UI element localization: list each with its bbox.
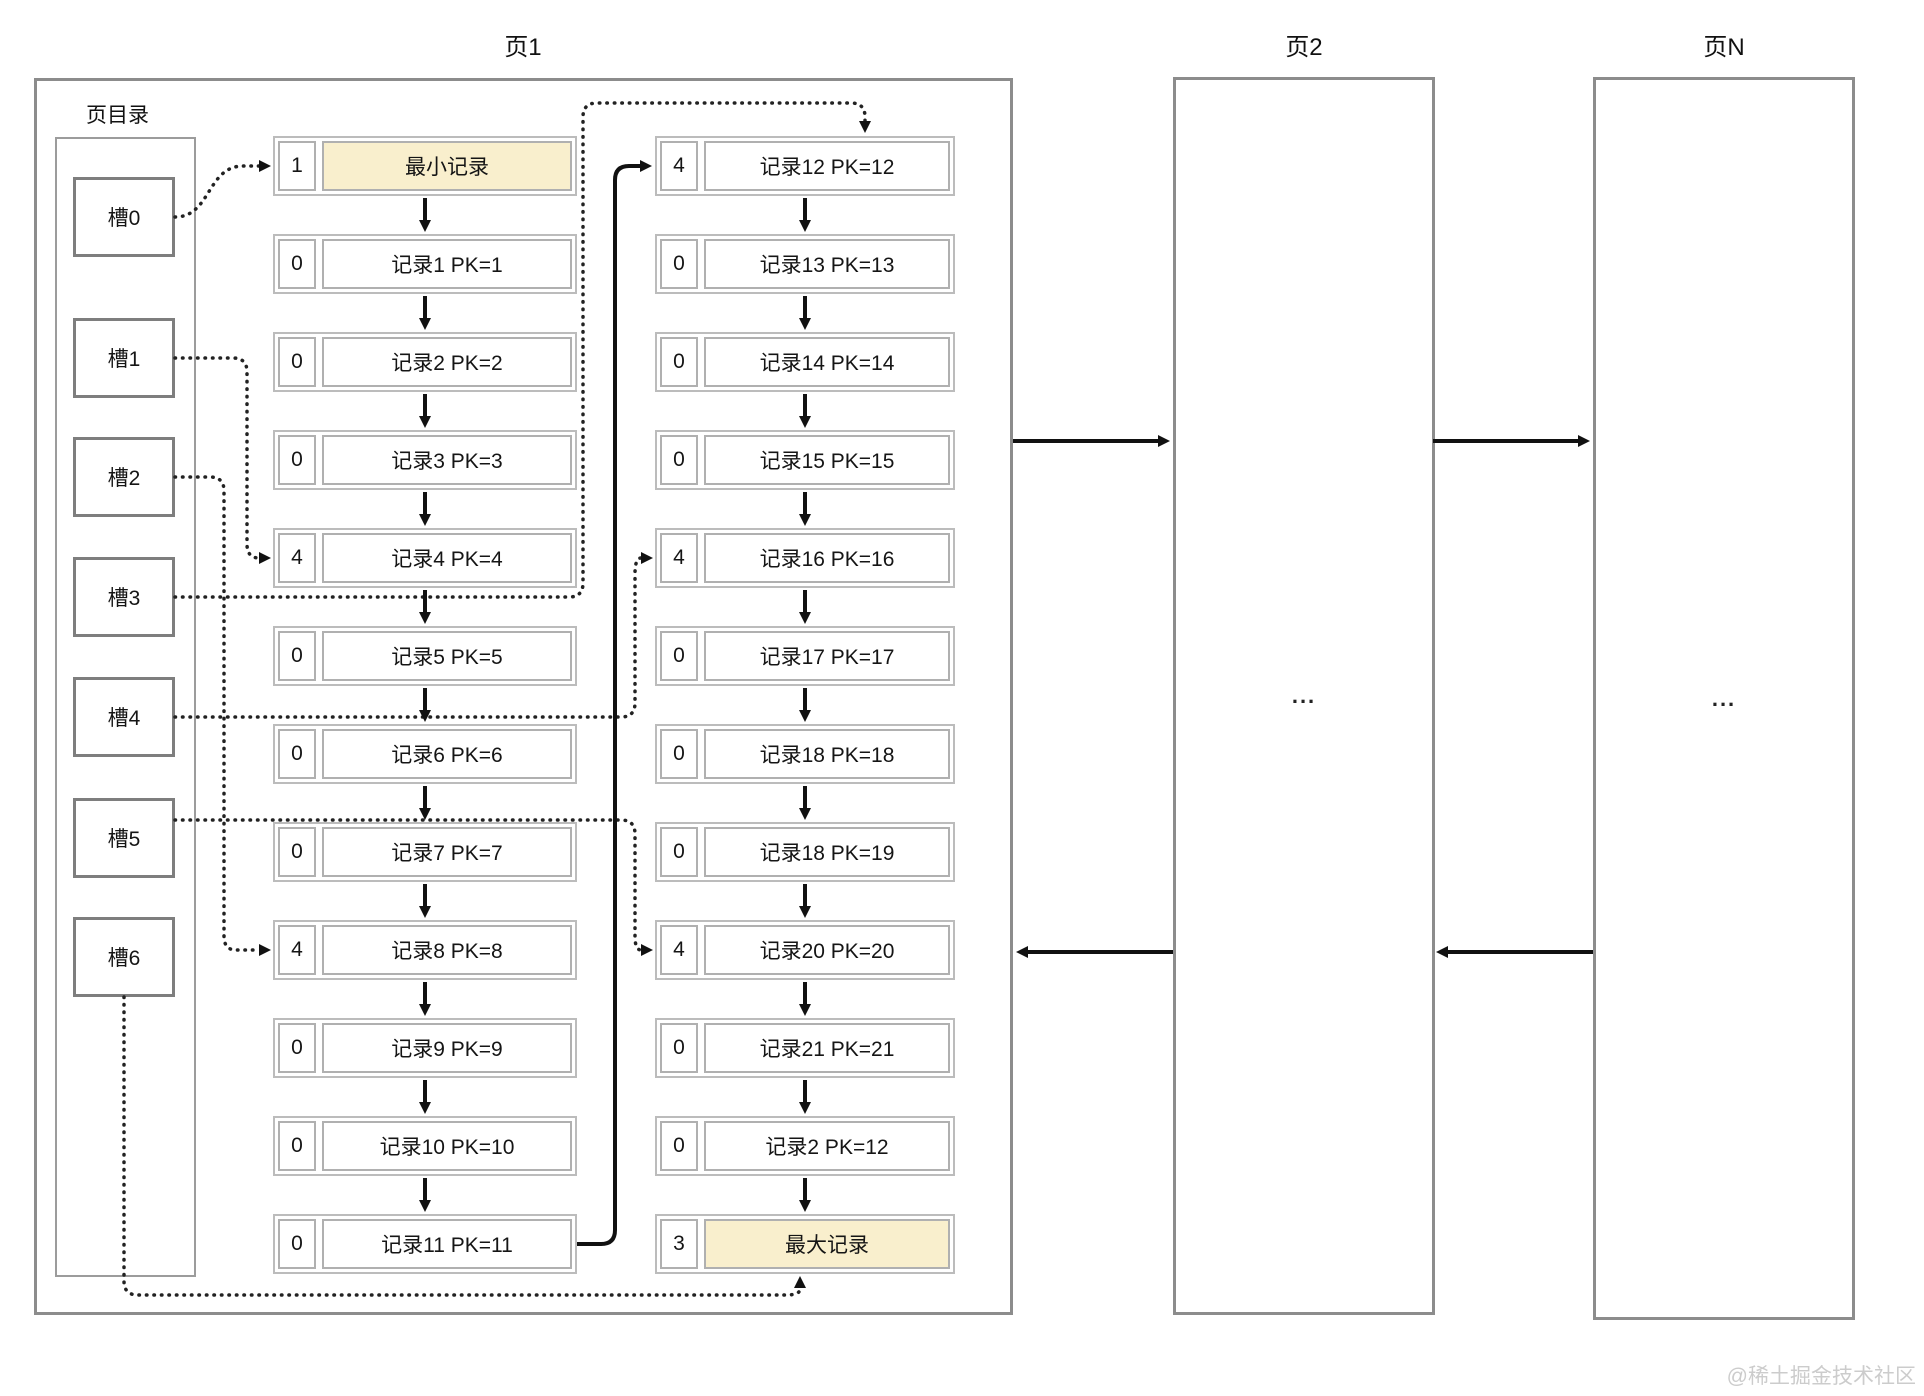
record-flag: 0 <box>660 239 698 289</box>
record-flag: 4 <box>660 141 698 191</box>
record-label: 记录13 PK=13 <box>704 239 950 289</box>
record-label: 记录18 PK=19 <box>704 827 950 877</box>
record-flag: 0 <box>660 729 698 779</box>
record-flag: 0 <box>278 337 316 387</box>
record-label: 记录2 PK=12 <box>704 1121 950 1171</box>
record-flag: 0 <box>660 631 698 681</box>
pageN-ellipsis: ... <box>1711 685 1737 711</box>
record-flag: 1 <box>278 141 316 191</box>
slot-box-2: 槽2 <box>73 437 175 517</box>
record-flag: 4 <box>660 925 698 975</box>
page2-title: 页2 <box>1285 34 1323 61</box>
record-label: 记录2 PK=2 <box>322 337 572 387</box>
record-flag: 0 <box>278 239 316 289</box>
record-label: 记录7 PK=7 <box>322 827 572 877</box>
record-flag: 0 <box>660 1023 698 1073</box>
record-label: 记录14 PK=14 <box>704 337 950 387</box>
record-label: 记录1 PK=1 <box>322 239 572 289</box>
record-label: 记录21 PK=21 <box>704 1023 950 1073</box>
record-flag: 0 <box>660 1121 698 1171</box>
page2-box: ... <box>1173 77 1435 1315</box>
record-label: 记录8 PK=8 <box>322 925 572 975</box>
record-flag: 4 <box>278 925 316 975</box>
record-label: 记录3 PK=3 <box>322 435 572 485</box>
record-flag: 0 <box>278 1219 316 1269</box>
record-flag: 0 <box>660 435 698 485</box>
slot-box-6: 槽6 <box>73 917 175 997</box>
record-flag: 0 <box>278 631 316 681</box>
record-flag: 0 <box>278 435 316 485</box>
record-label: 记录11 PK=11 <box>322 1219 572 1269</box>
record-flag: 3 <box>660 1219 698 1269</box>
record-flag: 0 <box>278 1023 316 1073</box>
pageN-box: ... <box>1593 77 1855 1320</box>
record-label: 记录16 PK=16 <box>704 533 950 583</box>
record-flag: 0 <box>660 337 698 387</box>
record-label: 记录15 PK=15 <box>704 435 950 485</box>
slot-box-4: 槽4 <box>73 677 175 757</box>
record-label: 记录10 PK=10 <box>322 1121 572 1171</box>
page2-ellipsis: ... <box>1291 683 1317 708</box>
record-label: 最大记录 <box>704 1219 950 1269</box>
record-label: 记录9 PK=9 <box>322 1023 572 1073</box>
record-label: 记录20 PK=20 <box>704 925 950 975</box>
record-flag: 4 <box>660 533 698 583</box>
record-flag: 0 <box>278 729 316 779</box>
record-flag: 0 <box>278 1121 316 1171</box>
slot-box-3: 槽3 <box>73 557 175 637</box>
record-flag: 0 <box>278 827 316 877</box>
record-label: 记录12 PK=12 <box>704 141 950 191</box>
record-flag: 0 <box>660 827 698 877</box>
record-label: 记录6 PK=6 <box>322 729 572 779</box>
page-directory-label: 页目录 <box>86 104 149 127</box>
record-label: 记录4 PK=4 <box>322 533 572 583</box>
slot-box-1: 槽1 <box>73 318 175 398</box>
record-flag: 4 <box>278 533 316 583</box>
record-label: 记录5 PK=5 <box>322 631 572 681</box>
record-label: 最小记录 <box>322 141 572 191</box>
record-label: 记录17 PK=17 <box>704 631 950 681</box>
page1-title: 页1 <box>504 34 542 61</box>
record-label: 记录18 PK=18 <box>704 729 950 779</box>
pageN-title: 页N <box>1703 34 1745 61</box>
slot-box-5: 槽5 <box>73 798 175 878</box>
slot-box-0: 槽0 <box>73 177 175 257</box>
watermark: @稀土掘金技术社区 <box>1726 1365 1916 1388</box>
